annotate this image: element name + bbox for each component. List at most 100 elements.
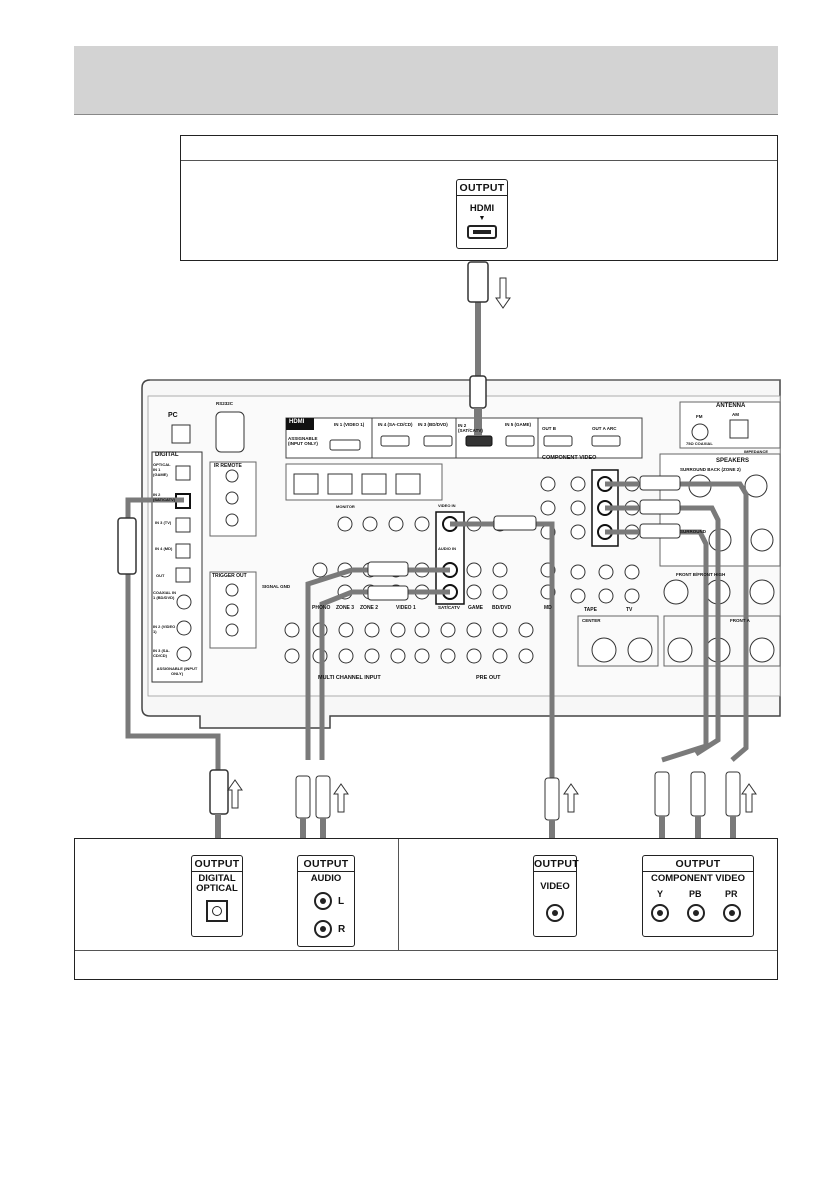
digital-label: DIGITAL	[198, 873, 236, 884]
optical-output-port-icon	[206, 900, 228, 922]
audio-plug-r-bottom	[315, 775, 331, 819]
component-signal-arrow	[741, 783, 757, 813]
tv-box-header-rule	[181, 160, 777, 161]
phono-label: PHONO	[312, 605, 331, 611]
component-plug-pr-top	[639, 523, 681, 539]
hdmi-in4-label: IN 4 (SA-CD/CD)	[378, 422, 413, 427]
center-label: CENTER	[582, 618, 601, 623]
component-y-jack-icon	[651, 904, 669, 922]
component-plug-pb-top	[639, 499, 681, 515]
optical-plug-bottom	[209, 769, 229, 815]
md-label: MD	[544, 605, 552, 611]
coaxial-in2	[176, 620, 192, 636]
video-label: VIDEO	[540, 881, 570, 892]
component-output-panel: OUTPUT COMPONENT VIDEO Y PB PR	[642, 855, 754, 937]
video-plug-top	[493, 515, 537, 531]
tv-device-box: OUTPUT HDMI ▼	[180, 135, 778, 261]
hdmi-port-in3	[423, 435, 453, 447]
hdmi-in3-label: IN 3 (BD/DVD)	[418, 422, 448, 427]
optical-out	[175, 567, 191, 583]
hdmi-port-in1	[329, 439, 361, 451]
audio-r-label: R	[338, 924, 346, 935]
component-output-label: OUTPUT	[643, 856, 753, 872]
video-output-label: OUTPUT	[534, 858, 579, 872]
audio-signal-arrow	[333, 783, 349, 813]
optical-in1-label: OPTICAL IN 1 (GAME)	[153, 462, 171, 477]
trigger-out-label: TRIGGER OUT	[212, 573, 247, 579]
front-b-label: FRONT B/FRONT HIGH	[676, 572, 726, 577]
ir-remote-label: IR REMOTE	[214, 463, 242, 469]
surround-label: SURROUND	[680, 529, 707, 534]
hdmi-in5-label: IN 5 (GAME)	[505, 422, 532, 427]
hdmi-port-in2	[465, 435, 493, 447]
audio-output-label: OUTPUT	[298, 856, 354, 872]
video-output-panel: OUTPUT VIDEO	[533, 855, 579, 937]
fm-coaxial-label: 75Ω COAXIAL	[686, 441, 713, 446]
surround-back-label: SURROUND BACK (ZONE 2)	[680, 467, 741, 472]
video-in-label: VIDEO IN	[438, 503, 456, 508]
video1-label: VIDEO 1	[396, 605, 416, 611]
fm-label: FM	[696, 414, 703, 419]
tv-label: TV	[626, 607, 633, 613]
digital-optical-output-label: OUTPUT	[192, 856, 242, 872]
center-speaker-box	[577, 615, 659, 667]
hdmi-port-in4	[380, 435, 410, 447]
video-signal-arrow	[563, 783, 579, 813]
section-banner	[74, 46, 778, 114]
hdmi-plug-top	[467, 261, 489, 303]
digital-assignable-label: ASSIGNABLE (INPUT ONLY)	[156, 666, 198, 676]
tv-output-label: OUTPUT	[457, 180, 507, 196]
optical-plug-top	[117, 517, 137, 575]
audio-output-panel: OUTPUT AUDIO L R	[297, 855, 355, 947]
audio-plug-l-bottom	[295, 775, 311, 819]
rs232c-port	[215, 411, 245, 453]
hdmi-port-outb	[543, 435, 573, 447]
digital-section-label: DIGITAL	[155, 452, 179, 458]
video-plug-bottom	[544, 777, 560, 821]
hdmi-section-label: HDMI	[289, 419, 305, 425]
hdmi-in2-label: IN 2 (SAT/CATV)	[458, 423, 483, 433]
component-plug-y-bottom	[654, 771, 670, 817]
component-plug-pb-bottom	[690, 771, 706, 817]
audio-plug-l-top	[367, 561, 409, 577]
optical-in1	[175, 465, 191, 481]
tv-hdmi-label: HDMI	[469, 203, 495, 214]
bd-dvd-label: BD/DVD	[492, 605, 512, 611]
coaxial-in3-label: IN 3 (SA-CD/CD)	[153, 648, 170, 658]
tv-hdmi-port-icon	[467, 225, 497, 239]
audio-r-jack-icon	[314, 920, 332, 938]
rs232c-label: RS232C	[216, 401, 234, 406]
impedance-label: IMPEDANCE	[744, 449, 769, 454]
front-a-label: FRONT A	[730, 618, 750, 623]
video-jack-icon	[546, 904, 564, 922]
component-video-label-src: COMPONENT VIDEO	[651, 873, 745, 884]
audio-in-label: AUDIO IN	[438, 546, 456, 551]
pc-port	[171, 424, 191, 444]
monitor-label: MONITOR	[336, 504, 355, 509]
component-video-label: COMPONENT VIDEO	[542, 455, 597, 461]
source-box-footer-rule	[75, 950, 777, 951]
zone2-label: ZONE 2	[360, 605, 379, 611]
sat-catv-label: SAT/CATV	[438, 605, 460, 610]
source-box-divider	[398, 839, 399, 950]
optical-in4-label: IN 4 (MD)	[155, 546, 173, 551]
component-pb-jack-icon	[687, 904, 705, 922]
coaxial-in1-label: COAXIAL IN 1 (BD/DVD)	[153, 590, 177, 600]
tv-hdmi-arrow-icon: ▼	[478, 215, 486, 222]
hdmi-port-outa	[591, 435, 621, 447]
component-pr-jack-icon	[723, 904, 741, 922]
hdmi-assignable-label: ASSIGNABLE (INPUT ONLY)	[288, 436, 318, 446]
hdmi-out-a-label: OUT A ARC	[592, 426, 617, 431]
zone3-label: ZONE 3	[336, 605, 355, 611]
hdmi-header-box	[286, 418, 314, 430]
audio-label: AUDIO	[310, 873, 342, 884]
audio-plug-r-top	[367, 585, 409, 601]
digital-section	[151, 451, 203, 683]
optical-signal-arrow	[227, 779, 243, 809]
antenna-label: ANTENNA	[716, 403, 746, 409]
pre-out-label: PRE OUT	[476, 675, 501, 681]
audio-l-label: L	[338, 896, 345, 907]
coaxial-in2-label: IN 2 (VIDEO 1)	[153, 624, 176, 634]
optical-in2-label: IN 2 (SAT/CATV)	[153, 492, 176, 502]
